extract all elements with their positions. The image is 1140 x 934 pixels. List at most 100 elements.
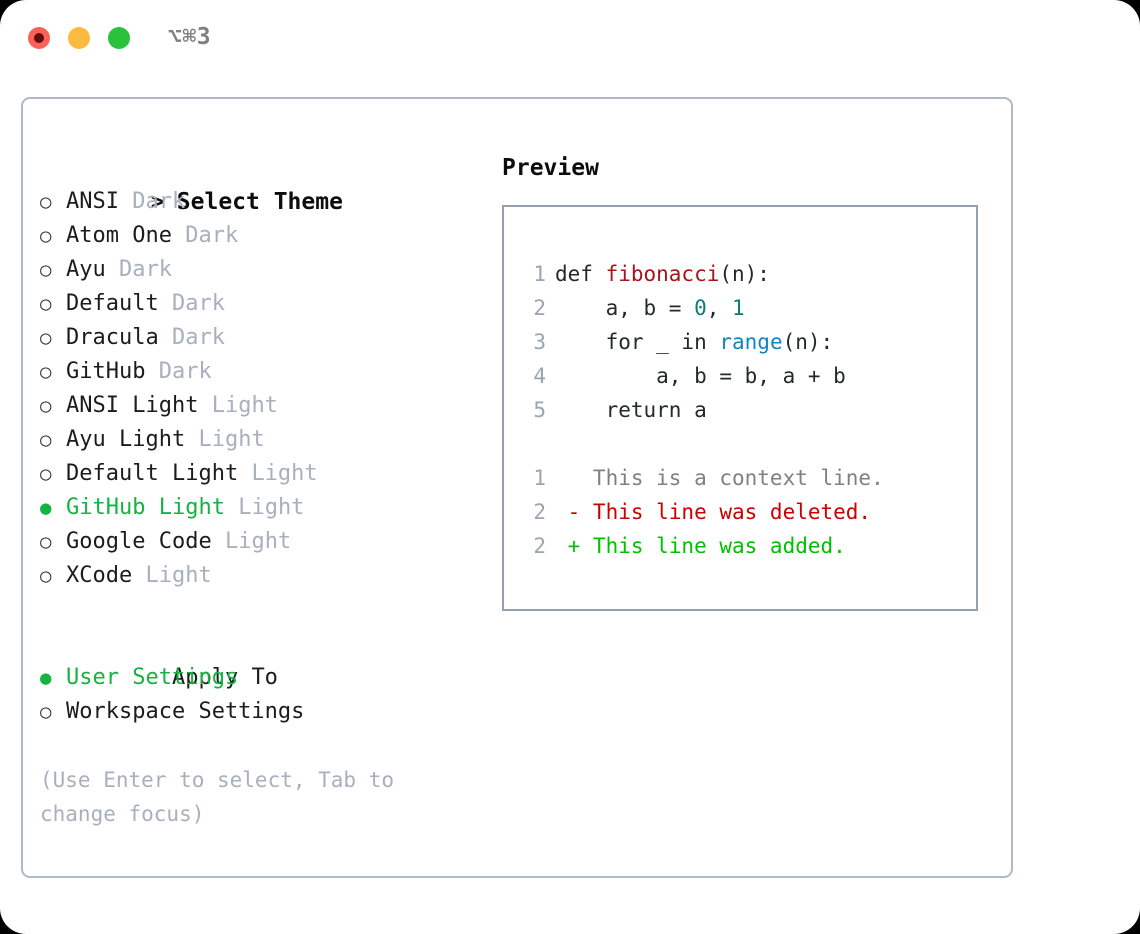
code-token-num: 1 xyxy=(732,296,745,320)
radio-unselected-icon: ○ xyxy=(40,293,52,315)
theme-picker-column: > Select Theme ○ ANSI Dark ○ Atom One Dark ○ A… xyxy=(40,151,480,831)
line-number: 2 xyxy=(533,296,546,320)
keyboard-hint-text: (Use Enter to select, Tab to change focu… xyxy=(40,768,395,826)
theme-variant-label: Light xyxy=(251,461,318,486)
code-token-plain: return a xyxy=(555,398,707,422)
code-token-plain: for _ in xyxy=(555,330,720,354)
diff-text: - This line was deleted. xyxy=(555,500,872,524)
theme-variant-label: Light xyxy=(145,563,212,588)
code-token-plain: a, b = xyxy=(555,296,695,320)
radio-unselected-icon: ○ xyxy=(40,565,52,587)
theme-list-item[interactable]: ●GitHub Light Light xyxy=(40,491,480,525)
line-number: 2 xyxy=(533,534,546,558)
line-number: 1 xyxy=(533,262,546,286)
theme-list[interactable]: ○ ANSI Dark ○ Atom One Dark ○ Ayu Dark ○ Defaul… xyxy=(40,185,480,593)
line-number: 5 xyxy=(533,398,546,422)
theme-list-item[interactable]: ○ Default Dark xyxy=(40,287,480,321)
code-line: 2 a, b = 0, 1 xyxy=(504,291,976,325)
theme-name-label: Atom One xyxy=(66,223,172,248)
code-token-plain: (n): xyxy=(782,330,834,354)
title-bar: ⌥⌘3 xyxy=(0,0,1140,78)
diff-line-deleted: 2 - This line was deleted. xyxy=(504,495,976,529)
diff-line-added: 2 + This line was added. xyxy=(504,529,976,563)
theme-list-item[interactable]: ○ Dracula Dark xyxy=(40,321,480,355)
theme-name-label: ANSI xyxy=(66,189,119,214)
theme-name-label: Default Light xyxy=(66,461,239,486)
content-panel: > Select Theme ○ ANSI Dark ○ Atom One Dark ○ A… xyxy=(21,97,1013,878)
radio-unselected-icon: ○ xyxy=(40,463,52,485)
close-button[interactable] xyxy=(28,27,50,49)
apply-to-item[interactable]: ○ Workspace Settings xyxy=(40,695,480,729)
code-token-num: 0 xyxy=(694,296,707,320)
theme-name-label: Default xyxy=(66,291,159,316)
apply-to-item[interactable]: ●User Settings xyxy=(40,661,480,695)
spacer xyxy=(504,427,976,461)
theme-variant-label: Dark xyxy=(171,325,225,350)
radio-unselected-icon: ○ xyxy=(40,327,52,349)
apply-to-label: User Settings xyxy=(66,665,239,690)
apply-to-header-label: Apply To xyxy=(171,665,278,690)
keyboard-shortcut-label: ⌥⌘3 xyxy=(168,24,212,50)
theme-variant-label: Dark xyxy=(158,359,212,384)
apply-to-list[interactable]: ●User Settings ○ Workspace Settings xyxy=(40,661,480,729)
maximize-button[interactable] xyxy=(108,27,130,49)
line-number: 1 xyxy=(533,466,546,490)
radio-unselected-icon: ○ xyxy=(40,191,52,213)
radio-unselected-icon: ○ xyxy=(40,701,52,723)
theme-variant-label: Light xyxy=(211,393,278,418)
radio-unselected-icon: ○ xyxy=(40,259,52,281)
spacer xyxy=(40,593,480,627)
code-token-plain: (n): xyxy=(719,262,770,286)
theme-variant-label: Light xyxy=(224,529,292,554)
theme-name-label: Google Code xyxy=(66,529,212,554)
code-line: 3 for _ in range(n): xyxy=(504,325,976,359)
theme-list-item[interactable]: ○ XCode Light xyxy=(40,559,480,593)
diff-sample: 1 This is a context line.2 - This line w… xyxy=(504,461,976,563)
theme-name-label: Dracula xyxy=(66,325,159,350)
theme-variant-label: Dark xyxy=(171,291,225,316)
theme-list-item[interactable]: ○ GitHub Dark xyxy=(40,355,480,389)
line-number: 4 xyxy=(533,364,546,388)
code-line: 5 return a xyxy=(504,393,976,427)
theme-name-label: GitHub Light xyxy=(66,495,225,520)
theme-list-item[interactable]: ○Ayu Light Light xyxy=(40,423,480,457)
theme-name-label: XCode xyxy=(66,563,133,588)
code-line: 4 a, b = b, a + b xyxy=(504,359,976,393)
theme-name-label: Ayu Light xyxy=(66,427,186,452)
code-token-plain: , xyxy=(706,296,733,320)
line-number: 3 xyxy=(533,330,546,354)
code-token-plain: def xyxy=(555,262,606,286)
theme-name-label: Ayu xyxy=(66,257,106,282)
minimize-button[interactable] xyxy=(68,27,90,49)
theme-list-item[interactable]: ○ Atom One Dark xyxy=(40,219,480,253)
theme-list-item[interactable]: ○Ayu Dark xyxy=(40,253,480,287)
theme-list-item[interactable]: ○ ANSI Light Light xyxy=(40,389,480,423)
theme-list-item[interactable]: ○Google Code Light xyxy=(40,525,480,559)
apply-to-header: Apply To xyxy=(40,627,480,690)
theme-name-label: GitHub xyxy=(66,359,146,384)
diff-text: This is a context line. xyxy=(555,466,884,490)
radio-unselected-icon: ○ xyxy=(40,429,52,451)
radio-unselected-icon: ○ xyxy=(40,361,52,383)
select-theme-header-label: Select Theme xyxy=(176,189,343,215)
caret-icon: > xyxy=(150,189,165,215)
radio-unselected-icon: ○ xyxy=(40,225,52,247)
theme-name-label: ANSI Light xyxy=(66,393,199,418)
theme-variant-label: Dark xyxy=(185,223,239,248)
theme-variant-label: Dark xyxy=(132,189,186,214)
diff-line-context: 1 This is a context line. xyxy=(504,461,976,495)
theme-list-item[interactable]: ○ ANSI Dark xyxy=(40,185,480,219)
theme-variant-label: Light xyxy=(238,495,305,520)
code-token-plain: a, b = b, a + b xyxy=(555,364,846,388)
radio-unselected-icon: ○ xyxy=(40,395,52,417)
line-number: 2 xyxy=(533,500,546,524)
theme-list-item[interactable]: ○ Default Light Light xyxy=(40,457,480,491)
spacer xyxy=(40,729,480,763)
apply-to-label: Workspace Settings xyxy=(66,699,305,724)
select-theme-header: > Select Theme xyxy=(40,151,480,215)
